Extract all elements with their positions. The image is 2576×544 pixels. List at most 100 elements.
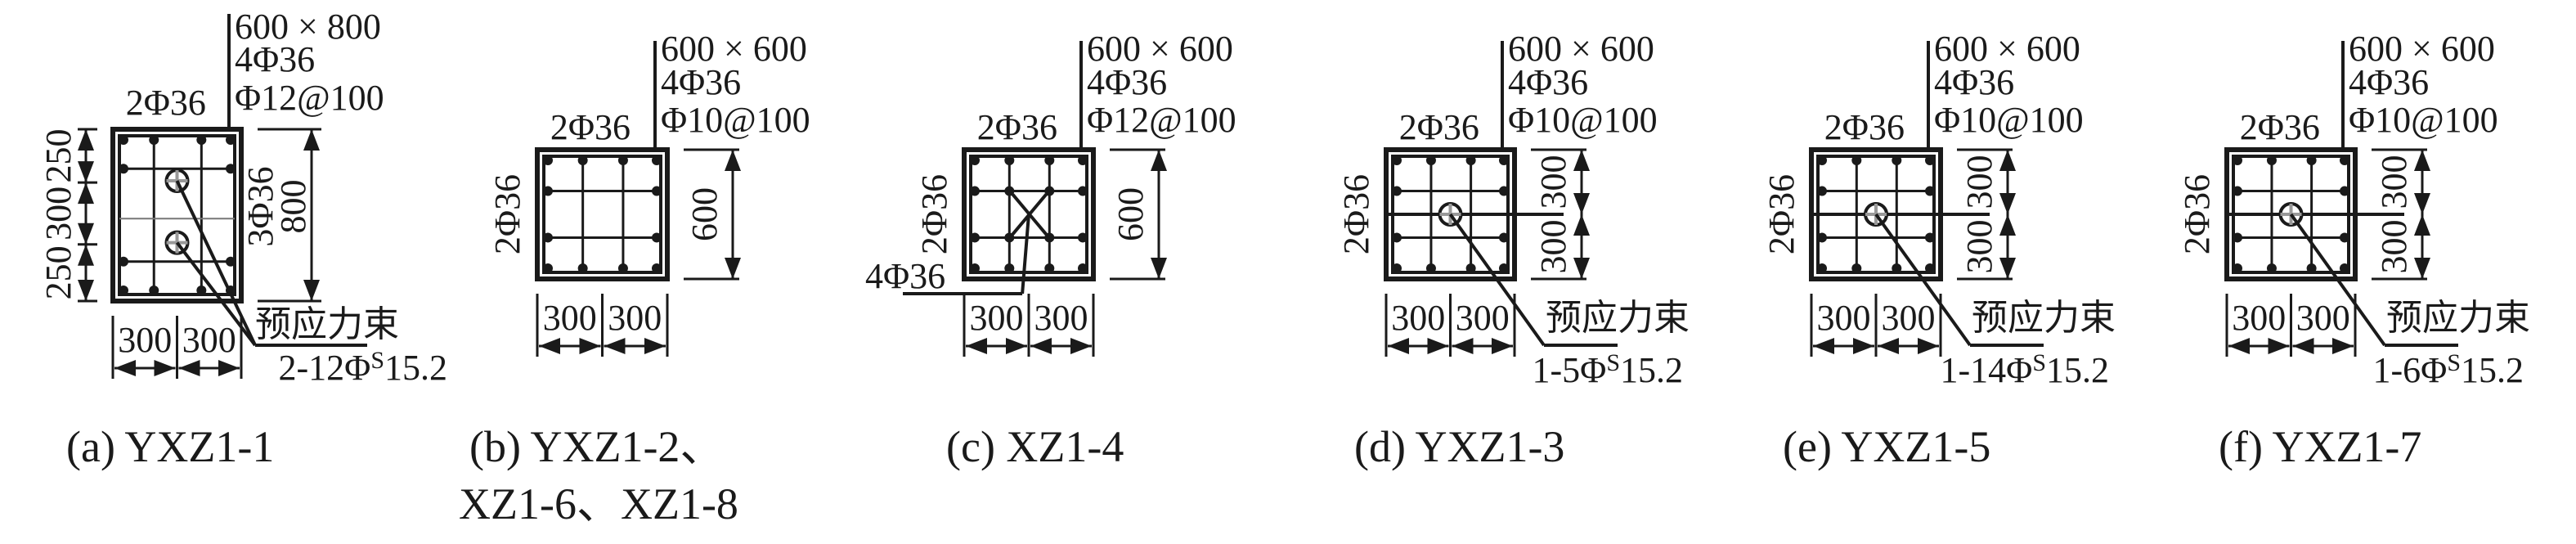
height-dim-label: 800 [273, 180, 313, 234]
rebar-dot [1817, 232, 1827, 243]
width-dim-label: 300 [608, 298, 662, 338]
arrowhead [1492, 338, 1513, 354]
rebar-dot [1925, 232, 1935, 243]
height-dim-label: 300 [1959, 220, 1999, 274]
tendon-spec-suffix: 15.2 [2461, 350, 2524, 390]
arrowhead [1999, 193, 2016, 214]
rebar-dot [543, 155, 553, 165]
tendon-spec-sup: S [2447, 349, 2461, 376]
tendon-spec-label: 1-14ΦS15.2 [1940, 349, 2109, 390]
arrowhead [2268, 338, 2290, 354]
width-dim-label: 300 [543, 298, 597, 338]
arrowhead [1813, 338, 1834, 354]
arrowhead [178, 360, 200, 376]
arrowhead [1999, 214, 2016, 236]
arrowhead [2414, 193, 2430, 214]
stirrup-outer [542, 155, 662, 274]
rebar-dot [543, 186, 553, 196]
tendon-spec-sup: S [1606, 349, 1620, 376]
section-size-label: 600 × 600 [661, 29, 807, 69]
rebar-dot [1925, 263, 1935, 273]
corner-bars-label: 4Φ36 [1508, 62, 1588, 102]
arrowhead [78, 129, 94, 151]
rebar-dot [2306, 155, 2317, 165]
rebar-dot [970, 186, 980, 196]
panel-caption: XZ1-6、XZ1-8 [459, 479, 738, 528]
rebar-dot [617, 263, 628, 273]
arrowhead [154, 360, 176, 376]
panel-caption: (d) YXZ1-3 [1354, 422, 1564, 471]
tendon-spec-label: 2-12ΦS15.2 [278, 347, 447, 388]
rebar-dot [226, 256, 236, 267]
height-dim-label: 300 [1959, 155, 1999, 209]
top-bars-label: 2Φ36 [2240, 107, 2320, 147]
rebar-dot [196, 135, 207, 145]
arrowhead [78, 161, 94, 183]
height-dim-label: 300 [2374, 155, 2414, 209]
rebar-dot [1851, 263, 1862, 273]
width-dim-label: 300 [1391, 298, 1445, 338]
height-dim-label: 300 [1533, 155, 1573, 209]
width-dim-label: 300 [970, 298, 1024, 338]
rebar-dot [652, 155, 662, 165]
tendon-spec-suffix: 15.2 [2046, 350, 2109, 390]
tendon-spec-prefix: 1-5Φ [1532, 350, 1606, 390]
arrowhead [1573, 193, 1590, 214]
rebar-dot [2233, 232, 2242, 243]
rebar-dot [1425, 263, 1436, 273]
rebar-dot [119, 135, 128, 145]
tendon-leader [1874, 213, 1972, 347]
width-dim-label: 300 [118, 320, 172, 360]
side-bars-label: 2Φ36 [914, 174, 954, 254]
tendon-spec-label: 1-6ΦS15.2 [2372, 349, 2524, 390]
rebar-dot [970, 155, 980, 165]
rebar-dot [577, 155, 588, 165]
rebar-dot [1004, 232, 1015, 243]
rebar-dot [1817, 186, 1827, 196]
rebar-dot [1499, 186, 1509, 196]
rebar-dot [1078, 186, 1088, 196]
width-dim-label: 300 [1817, 298, 1871, 338]
arrowhead [725, 150, 741, 171]
panel-caption: (c) XZ1-4 [946, 422, 1124, 471]
column-outline [110, 127, 244, 303]
rebar-dot [1851, 155, 1862, 165]
tendon-spec-prefix: 2-12Φ [278, 348, 370, 388]
stirrup-label: Φ10@100 [661, 100, 810, 140]
rebar-dot [577, 263, 588, 273]
rebar-dot [2266, 263, 2277, 273]
arrowhead [218, 360, 240, 376]
arrowhead [1573, 150, 1590, 171]
width-dim-label: 300 [1882, 298, 1936, 338]
arrowhead [1151, 150, 1167, 171]
corner-bars-label: 4Φ36 [661, 62, 741, 102]
arrowhead [2414, 214, 2430, 236]
rebar-dot [149, 285, 159, 295]
top-bars-label: 2Φ36 [550, 107, 631, 147]
tendon-label: 预应力束 [1546, 298, 1690, 338]
rebar-dot [2233, 186, 2242, 196]
arrowhead [1070, 338, 1092, 354]
arrowhead [2292, 338, 2314, 354]
core-tie [1011, 193, 1048, 236]
rebar-dot [1004, 263, 1015, 273]
arrowhead [1853, 338, 1874, 354]
tendon-spec-suffix: 15.2 [1620, 350, 1683, 390]
top-bars-label: 2Φ36 [977, 107, 1057, 147]
section-size-label: 600 × 600 [2349, 29, 2495, 69]
rebar-dot [1465, 263, 1476, 273]
section-size-label: 600 × 600 [1508, 29, 1654, 69]
side-bars-label: 2Φ36 [1761, 174, 1802, 254]
rebar-dot [1044, 155, 1055, 165]
arrowhead [604, 338, 626, 354]
arrowhead [1918, 338, 1939, 354]
tendon-spec-label: 1-5ΦS15.2 [1532, 349, 1683, 390]
rebar-dot [1392, 232, 1402, 243]
stirrup-label: Φ10@100 [2349, 100, 2498, 140]
rebar-dot [2340, 232, 2349, 243]
rebar-dot [1004, 155, 1015, 165]
